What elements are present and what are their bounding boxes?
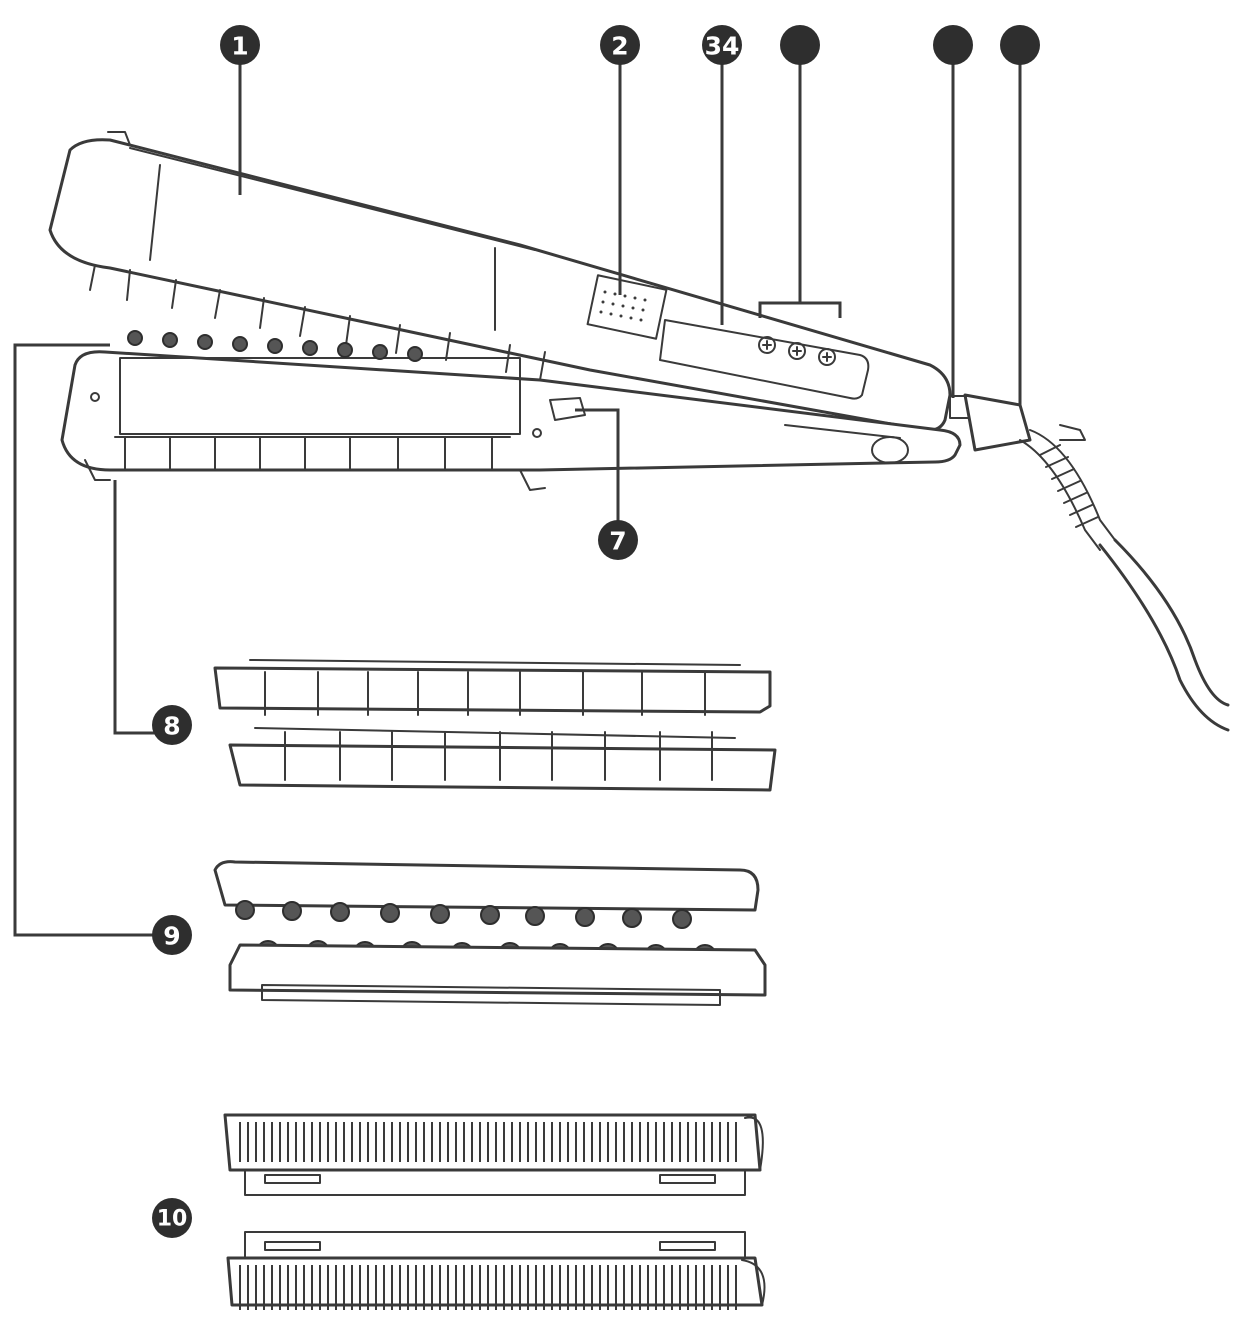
- plus-button-icon: [788, 342, 806, 360]
- marker-10: 10: [152, 1198, 192, 1238]
- comb-teeth-upper: [239, 1122, 737, 1162]
- control-buttons: [758, 336, 836, 366]
- leader-9: [13, 343, 155, 937]
- vent-dots: [599, 290, 647, 322]
- crimping-plate-set: [213, 860, 767, 1006]
- upper-comb-teeth: [89, 264, 546, 381]
- marker-5: [780, 25, 820, 65]
- swivel-joint: [963, 393, 1032, 452]
- crimp-bumps-upper: [235, 900, 692, 929]
- cord-strain-relief: [1029, 429, 1116, 541]
- plus-button-icon: [758, 336, 776, 354]
- straightening-plate-set: [213, 659, 777, 792]
- marker-7: 7: [598, 520, 638, 560]
- leader-8: [113, 480, 155, 735]
- marker-6a: [933, 25, 973, 65]
- upper-arm: [48, 138, 952, 432]
- marker-2-label: 2: [611, 32, 628, 61]
- lower-arm: [60, 350, 962, 472]
- comb-teeth-lower: [239, 1265, 737, 1310]
- marker-3-label: 34: [705, 32, 740, 61]
- marker-1-label: 1: [231, 32, 248, 61]
- bracket-5: [758, 301, 842, 318]
- marker-1: 1: [220, 25, 260, 65]
- leader-7: [575, 408, 620, 525]
- control-panel: [659, 319, 870, 400]
- marker-8-label: 8: [163, 712, 180, 741]
- vent-grid: [586, 274, 668, 340]
- lower-comb-teeth: [114, 436, 511, 471]
- marker-9-label: 9: [163, 922, 180, 951]
- cord-ridges: [1039, 444, 1099, 528]
- mounted-crimp-plates: [127, 330, 423, 362]
- marker-9: 9: [152, 915, 192, 955]
- lock-switch: [549, 397, 586, 421]
- leader-lines: [13, 60, 1022, 937]
- marker-6b: [1000, 25, 1040, 65]
- plus-button-icon: [818, 348, 836, 366]
- power-cord: [1098, 543, 1230, 732]
- marker-3: 34: [702, 25, 742, 65]
- marker-8: 8: [152, 705, 192, 745]
- marker-10-label: 10: [157, 1207, 188, 1232]
- comb-plate-set: [223, 1113, 766, 1310]
- styler-appliance: [48, 131, 1230, 732]
- marker-7-label: 7: [609, 527, 626, 556]
- marker-2: 2: [600, 25, 640, 65]
